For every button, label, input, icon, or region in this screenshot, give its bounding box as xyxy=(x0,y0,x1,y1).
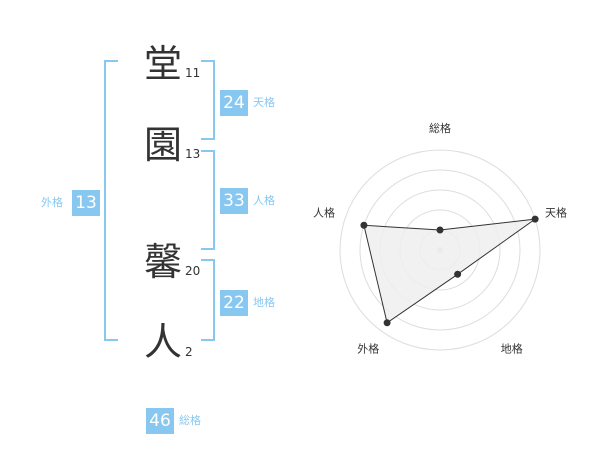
stroke-count-4: 2 xyxy=(185,345,193,359)
tenkaku-badge: 24 xyxy=(220,90,248,116)
tenkaku-bracket xyxy=(201,60,215,140)
chikaku-label: 地格 xyxy=(253,296,275,309)
name-char-3: 馨 xyxy=(143,240,182,284)
jinkaku-label: 人格 xyxy=(253,194,275,207)
radar-point-2 xyxy=(531,215,539,223)
gaikaku-label: 外格 xyxy=(41,196,63,209)
name-char-2: 園 xyxy=(143,123,182,167)
tenkaku-label: 天格 xyxy=(253,96,275,109)
gaikaku-bracket xyxy=(104,60,118,341)
chikaku-bracket xyxy=(201,259,215,341)
radar-axis-label-5: 人格 xyxy=(313,205,335,219)
chikaku-badge: 22 xyxy=(220,290,248,316)
soukaku-badge: 46 xyxy=(146,408,174,434)
stroke-count-3: 20 xyxy=(185,264,201,278)
soukaku-label: 総格 xyxy=(179,414,201,427)
radar-ring-5 xyxy=(339,149,541,351)
radar-point-1 xyxy=(436,226,444,234)
jinkaku-badge: 33 xyxy=(220,188,248,214)
gaikaku-badge: 13 xyxy=(72,190,100,216)
radar-point-5 xyxy=(360,221,368,229)
name-char-4: 人 xyxy=(143,320,182,364)
radar-point-4 xyxy=(383,319,391,327)
name-char-1: 堂 xyxy=(143,42,182,86)
radar-axis-label-3: 地格 xyxy=(501,342,523,356)
stroke-count-2: 13 xyxy=(185,147,201,161)
radar-axis-label-4: 外格 xyxy=(357,342,379,356)
radar-axis-label-2: 天格 xyxy=(545,205,567,219)
radar-series-polygon xyxy=(363,218,536,324)
jinkaku-bracket xyxy=(201,150,215,250)
radar-axis-label-1: 総格 xyxy=(429,121,451,135)
radar-ring-4 xyxy=(359,169,521,331)
stroke-count-1: 11 xyxy=(185,66,201,80)
radar-point-3 xyxy=(454,270,462,278)
